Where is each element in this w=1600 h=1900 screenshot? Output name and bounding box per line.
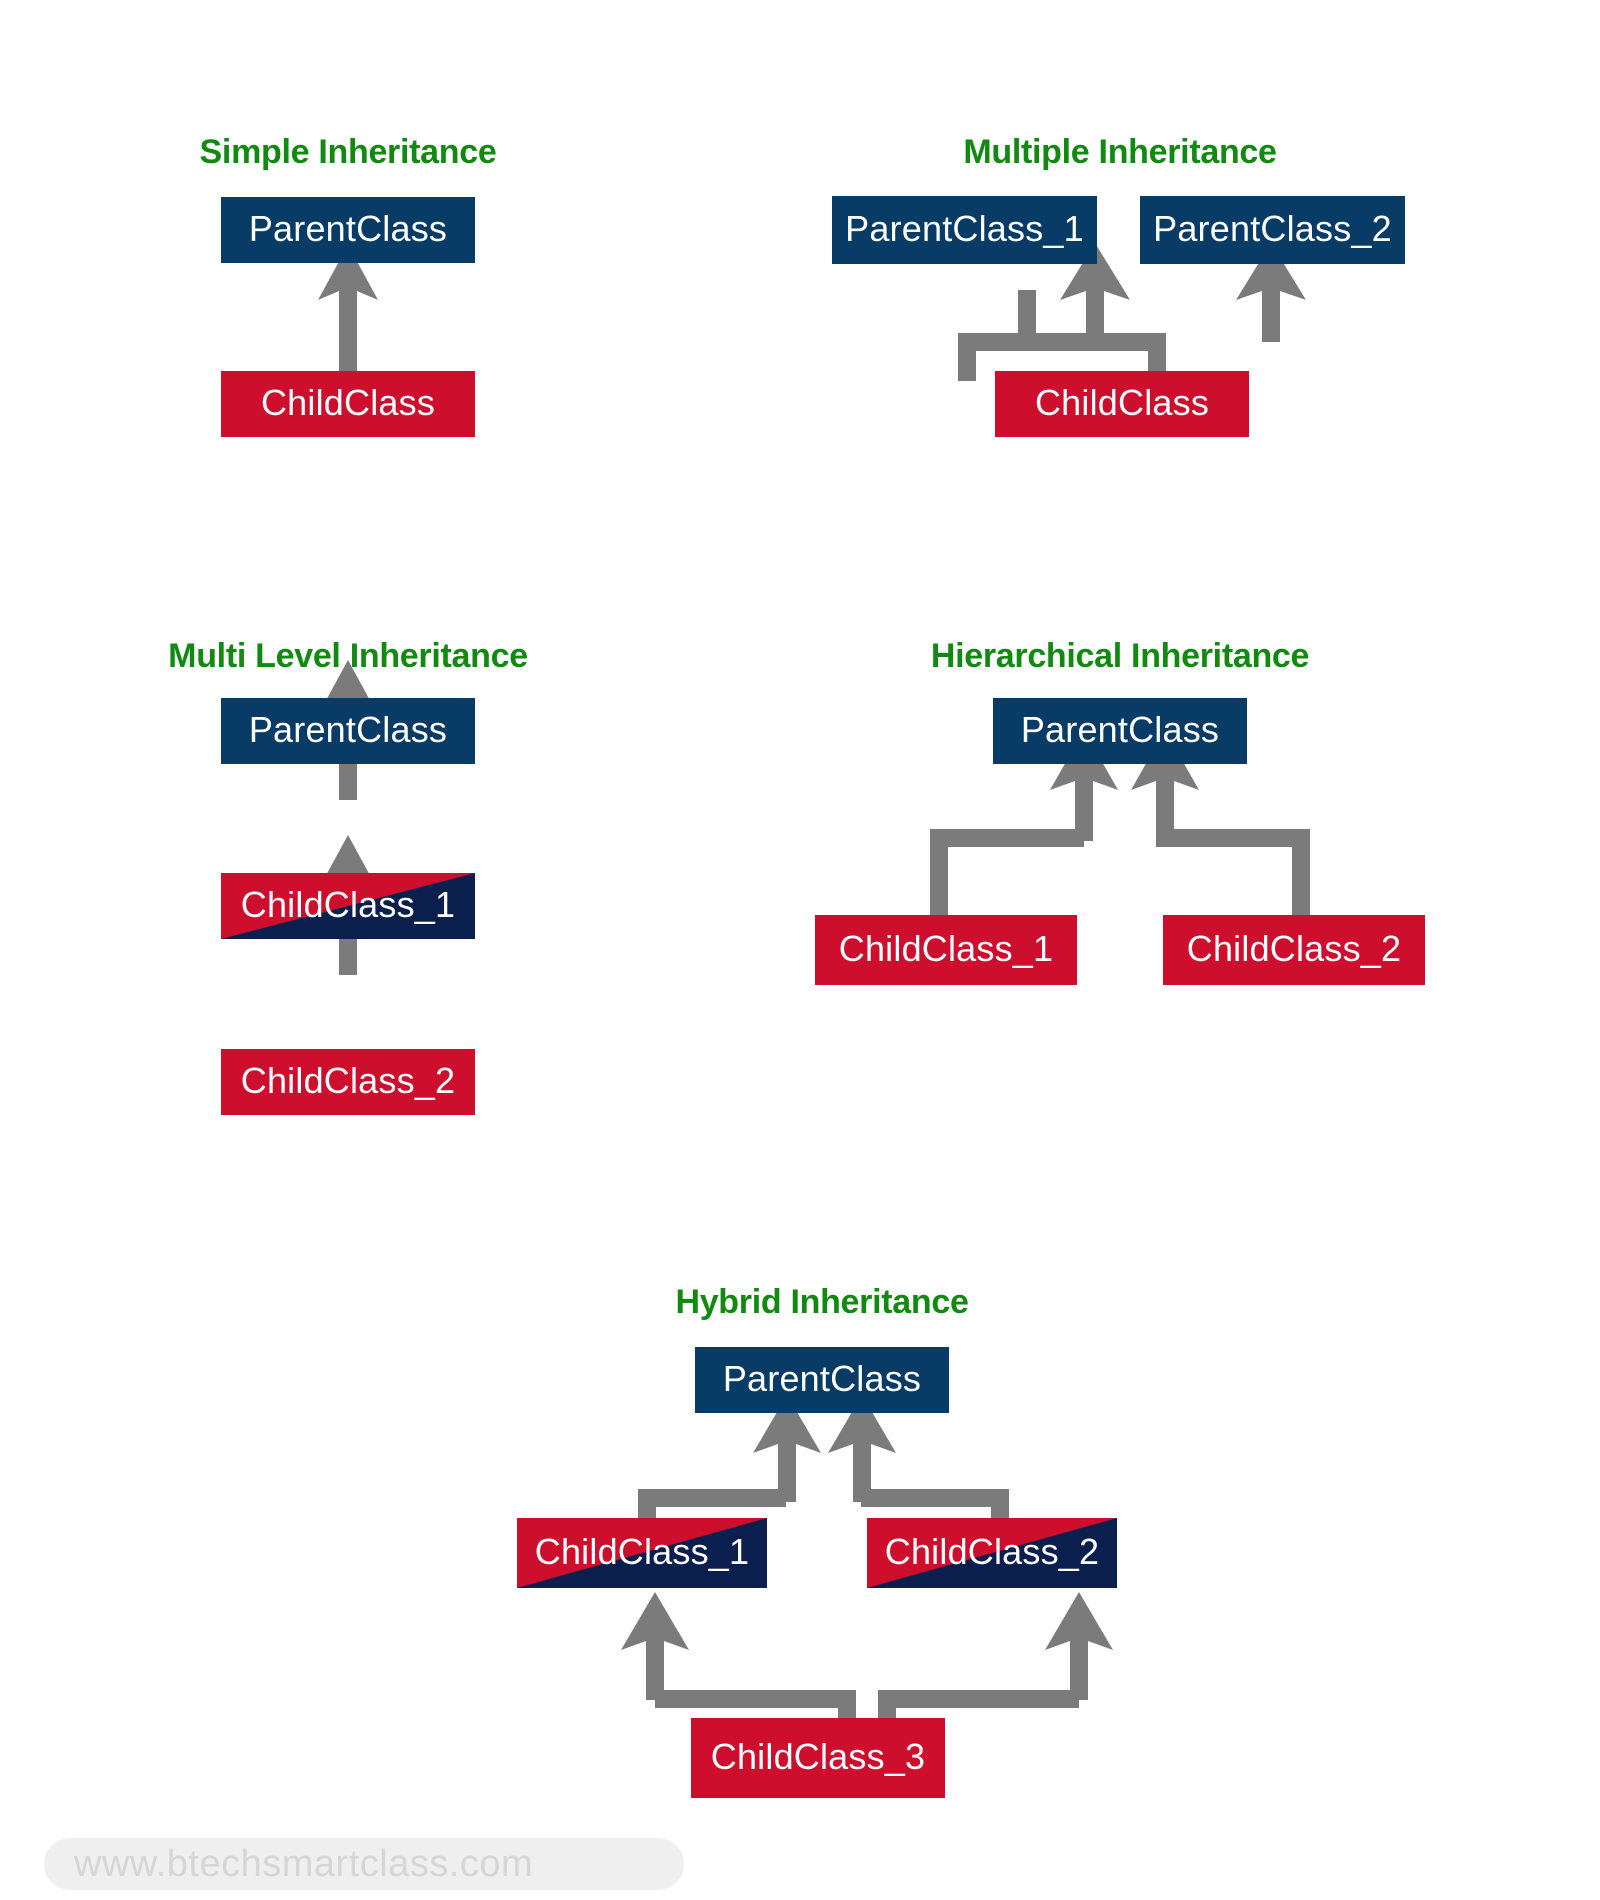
- node-label: ChildClass_2: [1186, 928, 1402, 969]
- node-label: ChildClass_2: [884, 1531, 1100, 1572]
- edge-hybrid-child2-to-parent: [828, 1395, 1009, 1519]
- node-hybrid-parent[interactable]: ParentClass: [695, 1347, 949, 1413]
- node-multiple-parent-1[interactable]: ParentClass_1: [832, 196, 1097, 264]
- node-multiple-child[interactable]: ChildClass: [995, 371, 1249, 437]
- watermark-pill: www.btechsmartclass.com: [44, 1838, 684, 1890]
- edge-hybrid-child1-to-parent: [638, 1395, 821, 1519]
- edge-simple-child-to-parent: [318, 245, 378, 390]
- node-label: ChildClass_3: [710, 1736, 926, 1777]
- node-hierarchical-child-1[interactable]: ChildClass_1: [815, 915, 1077, 985]
- node-label: ChildClass: [1034, 382, 1210, 423]
- node-hybrid-child-2[interactable]: ChildClass_2: [867, 1518, 1117, 1588]
- watermark-text: www.btechsmartclass.com: [74, 1842, 534, 1885]
- section-title-simple: Simple Inheritance: [199, 133, 497, 171]
- node-multilevel-child-1[interactable]: ChildClass_1: [221, 873, 475, 939]
- section-title-multilevel: Multi Level Inheritance: [168, 637, 528, 675]
- node-hybrid-child-3[interactable]: ChildClass_3: [691, 1718, 945, 1798]
- node-multilevel-parent[interactable]: ParentClass: [221, 698, 475, 764]
- node-multiple-parent-2[interactable]: ParentClass_2: [1140, 196, 1405, 264]
- node-label: ChildClass_1: [240, 884, 456, 925]
- diagonal-split-shape: [867, 1518, 1117, 1588]
- node-multilevel-child-2[interactable]: ChildClass_2: [221, 1049, 475, 1115]
- section-title-hybrid: Hybrid Inheritance: [675, 1283, 969, 1321]
- node-label: ParentClass_1: [845, 208, 1084, 249]
- node-hierarchical-child-2[interactable]: ChildClass_2: [1163, 915, 1425, 985]
- node-simple-parent[interactable]: ParentClass: [221, 197, 475, 263]
- node-label: ChildClass: [260, 382, 436, 423]
- node-simple-child[interactable]: ChildClass: [221, 371, 475, 437]
- node-label: ParentClass_2: [1153, 208, 1392, 249]
- node-label: ChildClass_1: [534, 1531, 750, 1572]
- section-title-hierarchical: Hierarchical Inheritance: [930, 637, 1310, 675]
- node-label: ChildClass_1: [838, 928, 1054, 969]
- section-title-multiple: Multiple Inheritance: [963, 133, 1277, 171]
- node-label: ParentClass: [248, 709, 448, 750]
- diagonal-split-shape: [517, 1518, 767, 1588]
- node-hybrid-child-1[interactable]: ChildClass_1: [517, 1518, 767, 1588]
- node-label: ParentClass: [722, 1358, 922, 1399]
- node-label: ParentClass: [248, 208, 448, 249]
- node-label: ParentClass: [1020, 709, 1220, 750]
- node-label: ChildClass_2: [240, 1060, 456, 1101]
- node-hierarchical-parent[interactable]: ParentClass: [993, 698, 1247, 764]
